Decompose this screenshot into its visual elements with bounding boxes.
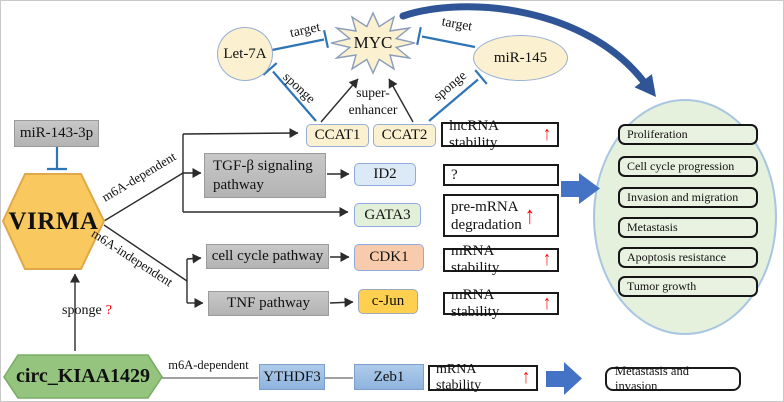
arrow-ccat1-to-myc: [320, 78, 359, 123]
ccat1-box: CCAT1: [306, 124, 369, 147]
block-arrow-to-bottom-effect: [546, 362, 582, 395]
circ-kiaa1429-label: circ_KIAA1429: [15, 365, 151, 387]
effect-cell-cycle-progression: Cell cycle progression: [618, 156, 758, 177]
inhibit-ccat2-mir145-sponge: [428, 69, 488, 122]
myc-label: MYC: [353, 33, 393, 52]
block-arrow-to-effects: [561, 173, 600, 204]
effect-metastasis: Metastasis: [618, 217, 758, 238]
inhibit-mir143-virma: [47, 147, 67, 171]
question-mark-red: ?: [105, 303, 112, 318]
circ-hexagon: [3, 354, 163, 399]
gata3-label: GATA3: [364, 206, 411, 223]
myc-star: [330, 11, 416, 75]
mir-145-ellipse: miR-145: [473, 35, 568, 81]
effect-tumor-growth: Tumor growth: [618, 276, 758, 297]
gata3-box: GATA3: [354, 203, 421, 227]
c-jun-label: c-Jun: [371, 293, 405, 309]
id2-label: ID2: [373, 166, 397, 182]
c-jun-box: c-Jun: [358, 289, 418, 314]
inhibit-ccat1-let7a-sponge: [262, 62, 317, 122]
cell-cycle-pathway-box: cell cycle pathway: [206, 244, 329, 269]
ccat2-box: CCAT2: [373, 124, 436, 147]
curved-arrowhead: [634, 74, 656, 97]
cdk1-box: CDK1: [354, 244, 424, 271]
tgf-pathway-box: TGF-β signaling pathway: [204, 153, 326, 198]
arrow-to-ccat1: [182, 128, 299, 139]
metastasis-invasion-box: Metastasis and invasion: [605, 364, 741, 393]
virma-label: VIRMA: [8, 207, 99, 235]
virma-hexagon: [1, 173, 106, 270]
ythdf3-label: YTHDF3: [263, 368, 321, 385]
inhibit-mir145-myc-target: [416, 26, 476, 49]
mir-143-3p-label: miR-143-3p: [19, 125, 94, 141]
ythdf3-box: YTHDF3: [259, 364, 325, 390]
arrow-to-cellcycle: [186, 253, 202, 264]
arrow-ccat2-to-myc: [388, 78, 414, 123]
up-arrow-icon: ↑: [522, 366, 530, 388]
up-arrow-icon: ↑: [543, 248, 551, 270]
inhibit-let7a-myc-target: [271, 29, 329, 52]
zeb1-mrna-stability-box: mRNA stability ↑: [428, 362, 538, 393]
ccat2-label: CCAT2: [381, 127, 428, 143]
zeb1-box: Zeb1: [354, 364, 424, 390]
sponge-question-label: sponge ?: [62, 303, 112, 318]
curved-arrow-myc-to-effects: [399, 3, 648, 86]
edge-virma-m6a-independent: [103, 224, 188, 282]
up-arrow-icon: ↑: [543, 292, 551, 314]
up-arrow-icon: ↑: [524, 201, 535, 230]
unknown-mechanism-box: ?: [443, 164, 559, 186]
pre-mrna-degradation-box: pre-mRNA degradation ↑: [443, 194, 559, 237]
effect-apoptosis-resistance: Apoptosis resistance: [618, 247, 758, 268]
ccat1-label: CCAT1: [314, 127, 361, 143]
let-7a-label: Let-7A: [223, 45, 267, 62]
cdk1-mrna-stability-box: mRNA stability ↑: [443, 243, 559, 276]
super-enhancer-label: super- enhancer: [348, 85, 398, 117]
id2-box: ID2: [354, 163, 416, 186]
edge-virma-m6a-dependent: [103, 172, 184, 222]
m6a-dependent-bottom-label: m6A-dependent: [168, 357, 249, 372]
arrow-tnf-to-cjun: [329, 297, 354, 308]
up-arrow-icon: ↑: [543, 123, 551, 145]
cjun-mrna-stability-box: mRNA stability ↑: [443, 287, 559, 320]
tnf-pathway-box: TNF pathway: [208, 291, 329, 316]
lncrna-stability-box: lncRNA stability ↑: [441, 118, 559, 151]
cdk1-label: CDK1: [369, 249, 409, 265]
mir-145-label: miR-145: [493, 49, 548, 66]
let-7a-circle: Let-7A: [217, 27, 273, 81]
zeb1-label: Zeb1: [373, 368, 405, 385]
effect-proliferation: Proliferation: [618, 124, 758, 145]
mir-143-3p-box: miR-143-3p: [14, 120, 99, 147]
effect-invasion-migration: Invasion and migration: [618, 187, 758, 208]
